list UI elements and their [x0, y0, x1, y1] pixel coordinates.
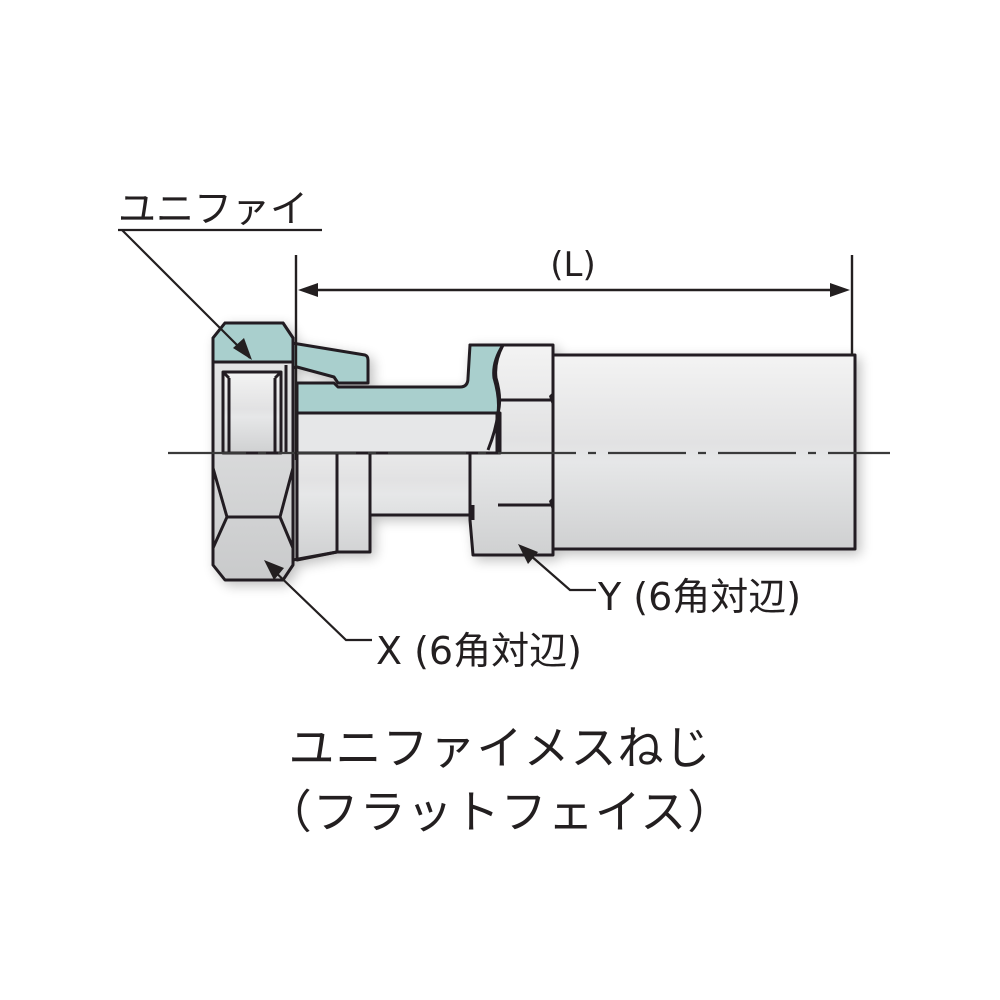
hex-x-label: X (6角対辺): [376, 629, 582, 673]
fitting-body: [211, 321, 857, 582]
collar-lines: [335, 453, 472, 552]
hex-x-bore: [221, 370, 283, 455]
body-bore: [295, 411, 499, 455]
length-label: (L): [550, 245, 595, 285]
hex-y-label: Y (6角対辺): [597, 575, 801, 619]
title-line-1: ユニファイメスねじ: [288, 721, 712, 775]
hex-x-leader: [264, 560, 372, 642]
hex-x-section: [211, 321, 295, 364]
hex-y-lines: [471, 344, 553, 520]
union-leader: [118, 228, 322, 360]
hex-x-faces: [211, 467, 338, 562]
title-line-2: （フラットフェイス）: [265, 785, 735, 839]
flange-arm: [290, 341, 370, 385]
hex-y-leader: [518, 544, 596, 592]
length-dimension: [294, 255, 854, 460]
union-label: ユニファイ: [118, 187, 308, 231]
